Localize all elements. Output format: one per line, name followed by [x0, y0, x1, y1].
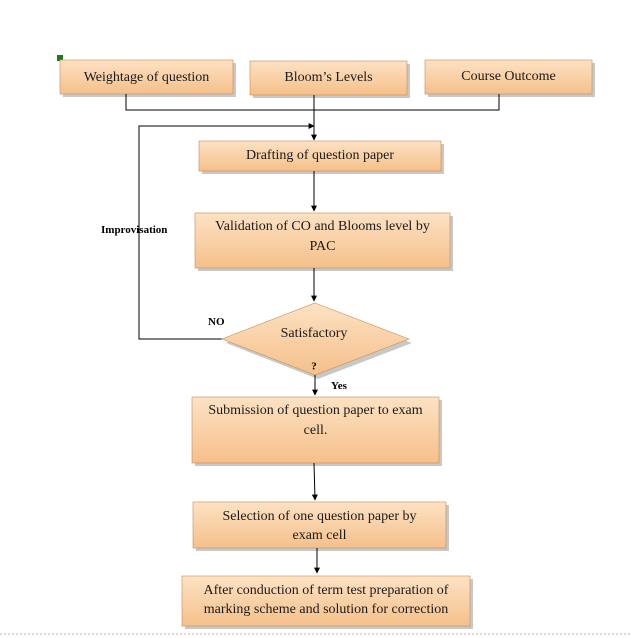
improvisation-label: Improvisation [101, 224, 167, 236]
step-box-validation: Validation of CO and Blooms level by PAC [194, 212, 453, 271]
step-label-validation-line2: PAC [310, 239, 336, 254]
input-box-blooms: Bloom’s Levels [249, 60, 410, 98]
step-box-drafting: Drafting of question paper [198, 140, 444, 174]
decision-satisfactory: Satisfactory ? [221, 302, 412, 379]
selection-handle-marker [57, 55, 63, 61]
decision-label: Satisfactory [281, 326, 348, 341]
step-label-submission-line2: cell. [304, 423, 328, 438]
step-label-final-line2: marking scheme and solution for correcti… [204, 602, 449, 617]
step-label-validation-line1: Validation of CO and Blooms level by [215, 219, 430, 234]
improvisation-loop-line [138, 123, 315, 340]
no-label: NO [208, 316, 225, 328]
input-box-course-outcome: Course Outcome [424, 59, 595, 97]
merge-connector [125, 94, 500, 111]
input-label-weightage: Weightage of question [84, 70, 210, 85]
step-label-drafting: Drafting of question paper [246, 148, 394, 163]
yes-label: Yes [331, 380, 348, 392]
step-label-selection-line2: exam cell [292, 528, 346, 543]
step-box-selection: Selection of one question paper by exam … [192, 501, 449, 551]
step-box-submission: Submission of question paper to exam cel… [191, 396, 442, 466]
step-label-selection-line1: Selection of one question paper by [222, 509, 416, 524]
step-box-final: After conduction of term test preparatio… [181, 575, 473, 629]
input-label-blooms: Bloom’s Levels [284, 70, 372, 85]
step-label-submission-line1: Submission of question paper to exam [208, 403, 422, 418]
arrow-to-selection [311, 462, 318, 501]
decision-question-mark: ? [311, 361, 317, 373]
input-label-course-outcome: Course Outcome [461, 69, 555, 84]
step-label-final-line1: After conduction of term test preparatio… [204, 583, 449, 598]
input-box-weightage: Weightage of question [59, 59, 236, 97]
